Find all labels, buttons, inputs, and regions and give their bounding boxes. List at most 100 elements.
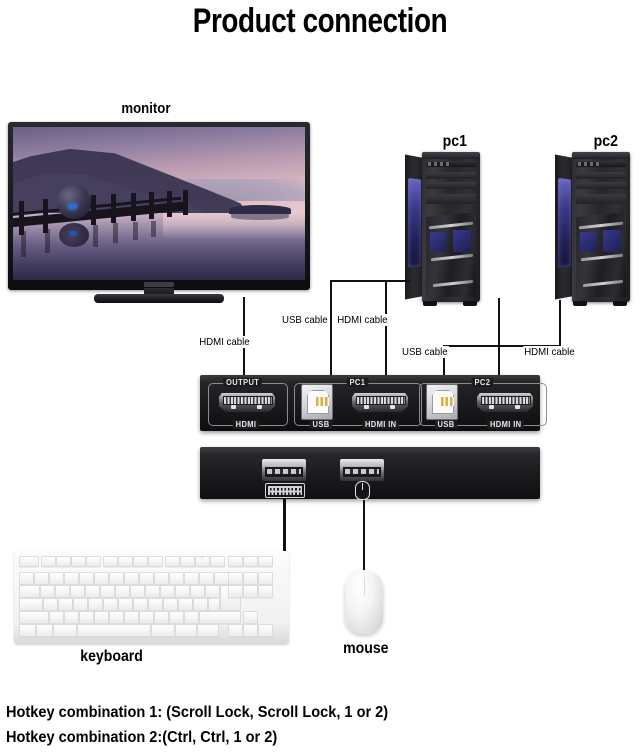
usb-a-port-keyboard[interactable] [262, 459, 306, 481]
keyboard-key-alt-right [175, 624, 197, 637]
screen-pier-post [111, 194, 116, 223]
pc-foot [463, 301, 477, 306]
pc2-label: pc2 [593, 133, 618, 150]
keyboard-key [190, 585, 205, 598]
keyboard-key [85, 585, 100, 598]
keyboard-key [205, 585, 220, 598]
pc-vent [453, 230, 471, 252]
monitor-stand-neck [144, 288, 174, 298]
keyboard-key [148, 556, 163, 567]
screen-post-reflection [93, 225, 98, 247]
keyboard-key-space [77, 624, 151, 637]
pc-drive-bay [576, 182, 626, 189]
keyboard-key [139, 572, 154, 585]
screen-pier-post [183, 190, 188, 215]
mouse-device[interactable] [345, 570, 383, 634]
keyboard-key [40, 585, 55, 598]
pc1-tower [405, 152, 480, 306]
port-group-label-pc2: PC2 [471, 378, 494, 387]
usb-b-port-inner [307, 390, 329, 414]
wire-pc2-usb-horizontal [443, 345, 561, 347]
pc-drive-panel [576, 161, 626, 167]
screen-post-reflection [21, 231, 26, 257]
usb-a-port-mouse[interactable] [340, 459, 384, 481]
keyboard-key [169, 572, 184, 585]
hdmi-port-contacts [356, 396, 406, 405]
hdmi-port-notch [515, 405, 520, 409]
keyboard-key-arrow-up [243, 611, 258, 624]
screen-pier-post [167, 191, 172, 217]
kvm-switch-front-panel [200, 447, 540, 500]
keyboard-key [55, 585, 70, 598]
keyboard-key [49, 611, 64, 624]
port-label-hdmi-output: HDMI [232, 420, 260, 429]
keyboard-key-arrow-left [228, 624, 243, 637]
keyboard-key [53, 624, 77, 637]
port-label-hdmi-in-pc1: HDMI IN [362, 420, 400, 429]
keyboard-key [118, 556, 133, 567]
pc-drive-bay [426, 182, 476, 189]
hdmi-in-port-pc1[interactable] [352, 393, 408, 412]
keyboard-key [34, 572, 49, 585]
pc-front-leds [578, 162, 600, 166]
cable-label-pc2-hdmi: HDMI cable [523, 346, 576, 358]
keyboard-key [210, 556, 225, 567]
hdmi-output-port[interactable] [219, 393, 275, 412]
hdmi-port-notch [390, 405, 395, 409]
keyboard-device[interactable] [14, 551, 289, 644]
wire-pc2-usb-riser [559, 300, 561, 346]
usb-a-port-tongue [345, 469, 379, 474]
wire-pc1-hdmi-horizontal [385, 280, 410, 282]
wire-pc2-hdmi [498, 298, 500, 378]
usb-b-port-pc2[interactable] [426, 384, 458, 420]
usb-b-port-pins [441, 397, 454, 406]
keyboard-key [109, 572, 124, 585]
screen-island-reflection [231, 214, 289, 220]
mouse-icon [355, 481, 370, 500]
pc-drive-bay [576, 172, 626, 179]
wire-pc1-usb-horizontal [330, 280, 408, 282]
keyboard-key [79, 611, 94, 624]
screen-post-reflection [151, 221, 156, 237]
usb-a-port-slot [343, 467, 381, 477]
screen-post-reflection [45, 229, 50, 253]
keyboard-key-ctrl-right [197, 624, 219, 637]
keyboard-key-end [243, 585, 258, 598]
keyboard-key [118, 598, 133, 611]
pc-front-leds [428, 162, 450, 166]
keyboard-key [184, 611, 199, 624]
keyboard-key [165, 556, 180, 567]
hdmi-port-notch [231, 405, 236, 409]
usb-b-port-pins [316, 397, 329, 406]
screen-buoy-light-reflection [69, 231, 77, 236]
hdmi-in-port-pc2[interactable] [477, 393, 533, 412]
keyboard-key [109, 611, 124, 624]
screen-island [229, 205, 291, 214]
pc-foot [613, 301, 627, 306]
keyboard-key [178, 598, 193, 611]
monitor-logo [144, 282, 174, 287]
keyboard-icon [265, 483, 305, 498]
keyboard-key [79, 572, 94, 585]
port-label-usb-pc1: USB [309, 420, 333, 429]
keyboard-key-tab [19, 585, 40, 598]
keyboard-key [151, 624, 175, 637]
hotkey-combination-1: Hotkey combination 1: (Scroll Lock, Scro… [6, 704, 389, 721]
hdmi-port-notch [257, 405, 262, 409]
mouse-button-split [363, 577, 365, 595]
pc-side-window-glow [408, 177, 422, 268]
keyboard-key-delete [228, 585, 243, 598]
keyboard-key [64, 611, 79, 624]
keyboard-key [180, 556, 195, 567]
keyboard-key [148, 598, 163, 611]
keyboard-key [124, 611, 139, 624]
keyboard-key [41, 556, 56, 567]
pc-top-panel [422, 152, 480, 159]
keyboard-key [184, 572, 199, 585]
usb-a-port-slot [265, 467, 303, 477]
usb-b-port-pc1[interactable] [301, 384, 333, 420]
keyboard-key [115, 585, 130, 598]
cable-label-pc1-hdmi: HDMI cable [336, 314, 389, 326]
keyboard-key-capslock [19, 598, 43, 611]
pc2-tower [555, 152, 630, 306]
